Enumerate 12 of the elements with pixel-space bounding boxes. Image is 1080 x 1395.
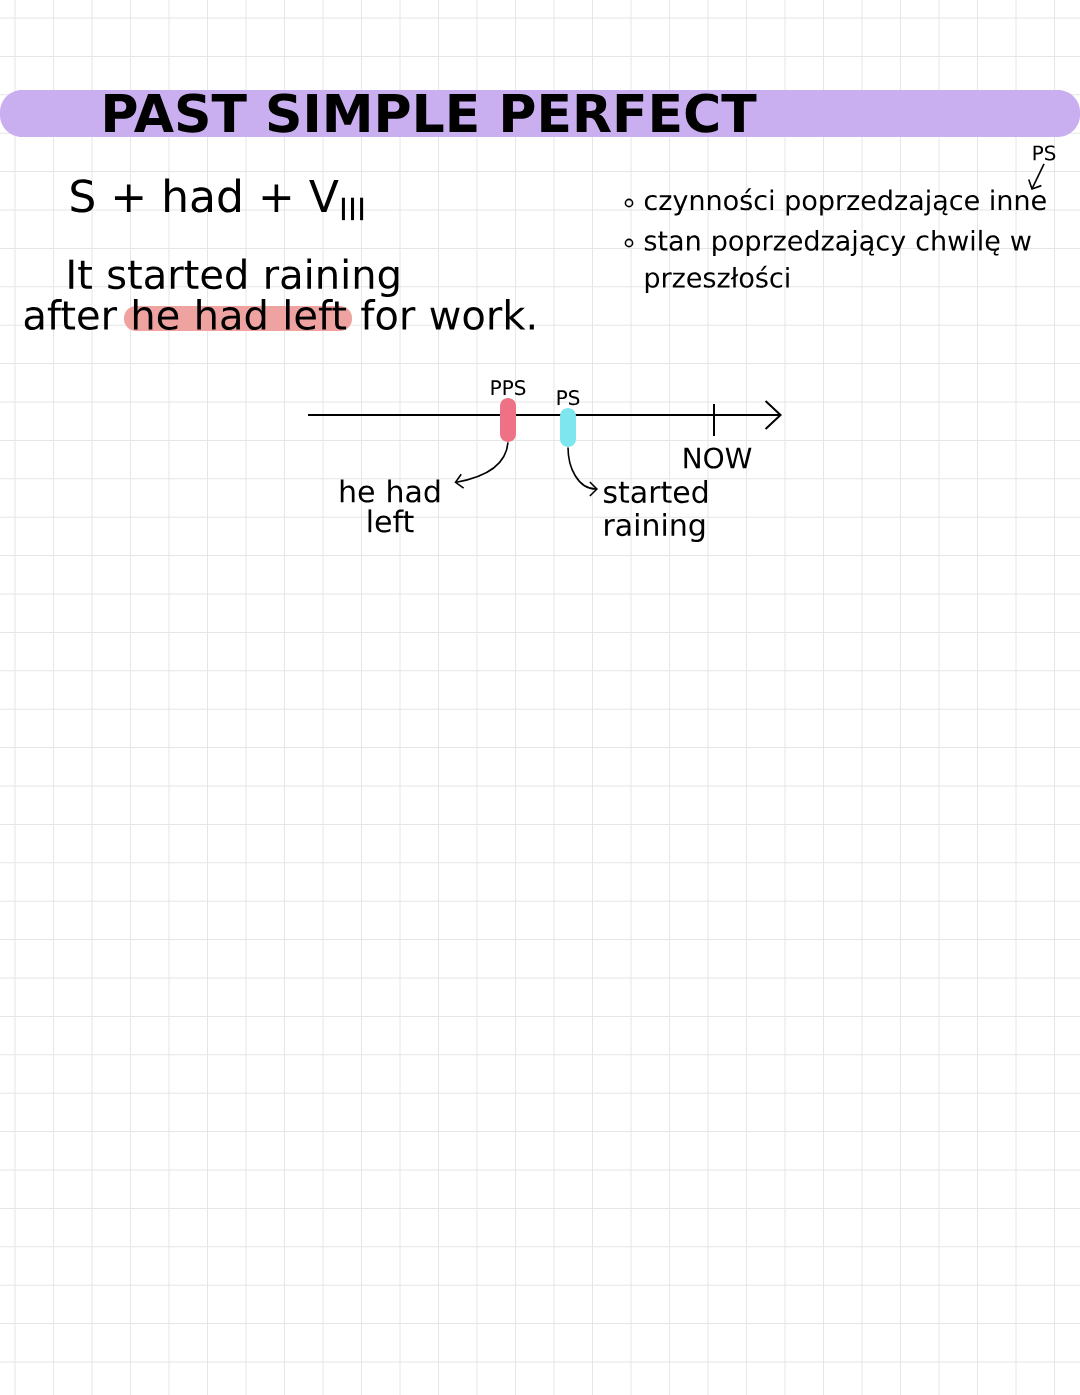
note-text: stan poprzedzający chwilę w przeszłości	[644, 229, 1031, 294]
arrow	[567, 446, 598, 497]
annotation-text: he had left	[340, 479, 440, 533]
arrow	[454, 441, 509, 489]
example-sentence: It started raining after he had left for work.	[24, 258, 534, 331]
formula: S + had + V$_{III}$	[71, 178, 364, 221]
note-text: czynności poprzedzające inne	[644, 188, 1046, 216]
annotation-text: started raining	[604, 480, 708, 542]
title: PAST SIMPLE PERFECT	[0, 90, 1080, 137]
axis-label: NOW	[684, 447, 752, 469]
annotation-text: PS	[1033, 145, 1056, 161]
arrow	[1027, 163, 1045, 190]
